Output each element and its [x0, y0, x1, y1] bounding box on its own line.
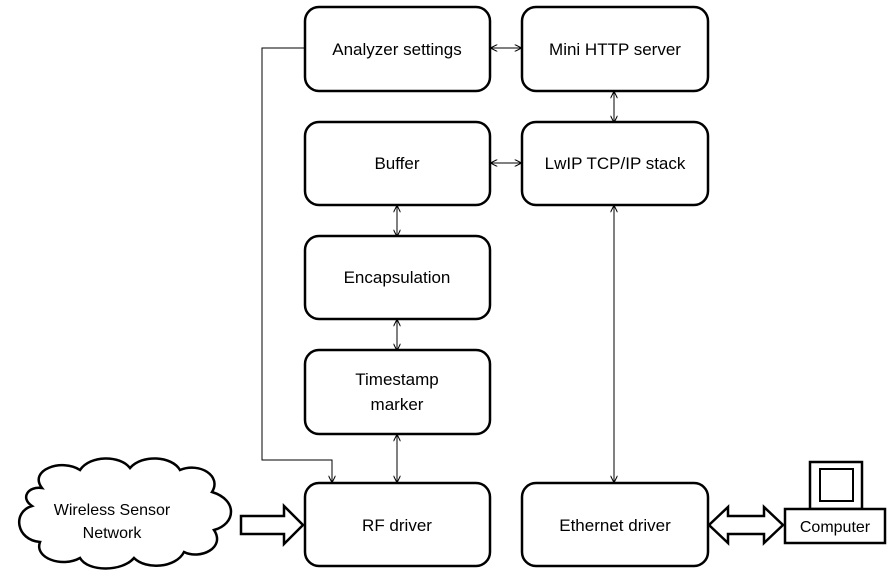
rf-driver-node: RF driver [303, 481, 492, 568]
buffer-node: Buffer [303, 120, 492, 207]
wireless-sensor-network-node: Wireless Sensor Network [17, 457, 233, 570]
lwip-stack-label: LwIP TCP/IP stack [545, 154, 686, 173]
wsn-label-line2: Network [83, 525, 143, 542]
buffer-label: Buffer [374, 154, 419, 173]
analyzer-settings-node: Analyzer settings [303, 5, 492, 93]
connectors [261, 47, 614, 482]
wsn-label-line1: Wireless Sensor [54, 502, 171, 519]
mini-http-server-label: Mini HTTP server [549, 40, 681, 59]
lwip-stack-node: LwIP TCP/IP stack [520, 120, 710, 207]
ethernet-driver-label: Ethernet driver [559, 516, 671, 535]
settings-rf-connector [261, 47, 332, 482]
ethernet-driver-node: Ethernet driver [520, 481, 710, 568]
cloud-icon [17, 457, 233, 570]
rf-driver-label: RF driver [362, 516, 432, 535]
ethernet-computer-thick-arrow [707, 504, 785, 546]
computer-base-box [783, 507, 887, 545]
timestamp-marker-node: Timestamp marker [303, 348, 492, 436]
wsn-to-rf-thick-arrow [239, 502, 305, 548]
timestamp-marker-label-line1: Timestamp [355, 370, 438, 389]
mini-http-server-node: Mini HTTP server [520, 5, 710, 93]
analyzer-settings-label: Analyzer settings [332, 40, 461, 59]
computer-monitor-icon [808, 460, 864, 511]
encapsulation-label: Encapsulation [344, 268, 451, 287]
computer-label: Computer [800, 519, 871, 536]
timestamp-marker-label-line2: marker [371, 395, 424, 414]
encapsulation-node: Encapsulation [303, 234, 492, 321]
computer-node: Computer [783, 460, 887, 545]
